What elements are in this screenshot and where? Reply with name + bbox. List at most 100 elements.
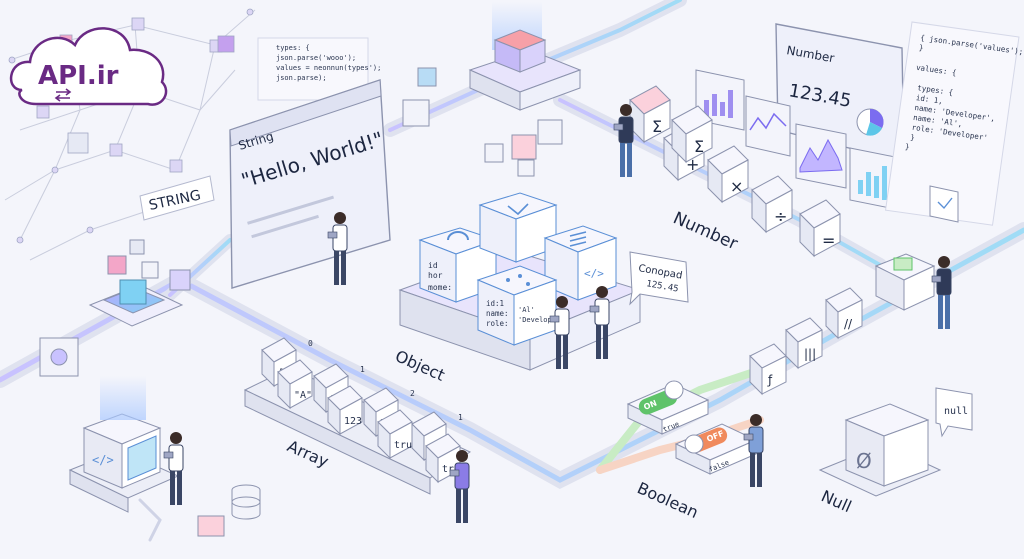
cloud-icon (9, 27, 168, 106)
list-icon (569, 231, 587, 247)
pie-chart-icon (856, 108, 884, 136)
toggle-on: ON true (626, 380, 710, 435)
object-cubes: id hor mome: </> (418, 192, 618, 346)
array-value: 123 (344, 416, 362, 427)
object-field: hor (428, 271, 443, 280)
null-bubble-text: null (944, 406, 968, 417)
object-field: mome: (428, 283, 452, 292)
bar-chart-icon (695, 69, 745, 131)
person-figure (549, 296, 570, 369)
operator-symbol-icon: × (730, 177, 743, 196)
code-line: values = neonnun(types'); (276, 64, 381, 72)
svg-text:id:1 name: rol: id:1 name: role: (486, 299, 513, 328)
string-label-tag: STRING (139, 175, 215, 221)
small-cube (197, 515, 225, 537)
svg-text:id hor mome:: id hor mome: (428, 261, 452, 292)
number-label: Number (670, 208, 741, 254)
switch-cubes: // ||| ƒ (749, 287, 863, 396)
code-line: json.parse); (276, 74, 327, 82)
object-tooltip: Conopad 125.45 (629, 251, 689, 306)
boolean-label: Boolean (634, 478, 701, 522)
database-icon (231, 484, 261, 520)
operator-cube: × (707, 145, 749, 204)
share-icon (506, 274, 530, 286)
null-bubble: null (935, 387, 973, 438)
array-element: 123 (327, 385, 363, 436)
operator-cube: = (799, 199, 841, 258)
object-cube-front: id:1 name: role: 'Al' 'Developer' (476, 265, 564, 346)
switch-cube: ||| (785, 317, 823, 370)
code-line: types: { (276, 44, 310, 52)
array-index: 2 (410, 389, 415, 398)
logo-text: API.ir (38, 61, 119, 91)
code-terminal: </> (68, 376, 180, 513)
array-element: "A" (277, 359, 313, 410)
object-label: Object (392, 346, 447, 385)
right-station (874, 185, 959, 311)
array-value: true (442, 464, 466, 475)
checkmark-icon (937, 197, 953, 210)
switch-cube: ƒ (749, 343, 787, 396)
person-figure (931, 256, 952, 329)
tablet-icon (549, 315, 560, 323)
array-element: true (377, 409, 418, 460)
switch-symbol-icon: // (844, 317, 853, 331)
person-figure (163, 432, 184, 505)
area-chart-icon (795, 123, 847, 189)
tablet-icon (449, 469, 460, 477)
code-line: json.parse('wooo'); (276, 54, 356, 62)
null-symbol-icon: Ø (856, 449, 872, 473)
person-figure (743, 414, 764, 487)
tablet-icon (589, 305, 600, 313)
array-value: "A" (294, 390, 312, 401)
svg-text:'Al' 'Developer': 'Al' 'Developer' (518, 306, 564, 324)
array-value: true (394, 440, 418, 451)
operator-symbol-icon: Σ (652, 117, 662, 136)
code-snippet-right: { json.parse('values'); } values: { type… (884, 21, 1024, 226)
null-label: Null (818, 486, 854, 516)
object-field: id:1 (486, 299, 504, 308)
api-logo: API.ir (9, 27, 168, 106)
code-tag-icon: </> (584, 267, 604, 280)
array-index: 1 (458, 413, 463, 422)
tablet-icon (613, 123, 624, 131)
operator-symbol-icon: ÷ (774, 207, 787, 226)
person-figure (613, 104, 634, 177)
switch-cube: // (825, 287, 863, 340)
swap-arrows-icon (54, 88, 72, 102)
operator-cubes: Σ+Σ×÷= (629, 85, 841, 258)
operator-symbol-icon: Σ (694, 137, 704, 156)
switch-symbol-icon: ||| (804, 347, 816, 361)
string-panel: String "Hello, World!" (229, 79, 391, 289)
people (163, 104, 952, 523)
object-field: name: (486, 309, 509, 318)
code-line: id: 1, (915, 93, 943, 106)
top-cube-station (468, 2, 582, 111)
tablet-icon (163, 451, 174, 459)
operator-cube: Σ (671, 105, 713, 164)
operator-symbol-icon: = (822, 231, 835, 250)
tablet-icon (931, 275, 942, 283)
code-line: } (918, 43, 924, 53)
person-figure (589, 286, 610, 359)
object-field: role: (486, 319, 509, 328)
code-line: } (904, 142, 910, 152)
toggle-off: OFF false (674, 423, 758, 475)
svg-text:types: { json.parse('woo: types: { json.parse('wooo'); values = ne… (276, 44, 386, 82)
array-index: 0 (308, 339, 313, 348)
code-tag-icon: </> (92, 453, 114, 467)
array-index: 1 (360, 365, 365, 374)
null-cube: Ø (818, 403, 942, 497)
object-field: 'Developer' (518, 316, 564, 324)
left-cube-stack (88, 239, 191, 327)
person-figure (449, 450, 470, 523)
line-chart-icon (745, 95, 791, 157)
object-field: id (428, 261, 438, 270)
connector-cubes (39, 67, 563, 377)
switch-symbol-icon: ƒ (767, 373, 773, 387)
branch-icon (507, 203, 529, 216)
object-field: 'Al' (518, 306, 535, 314)
operator-cube: Σ (629, 85, 671, 144)
